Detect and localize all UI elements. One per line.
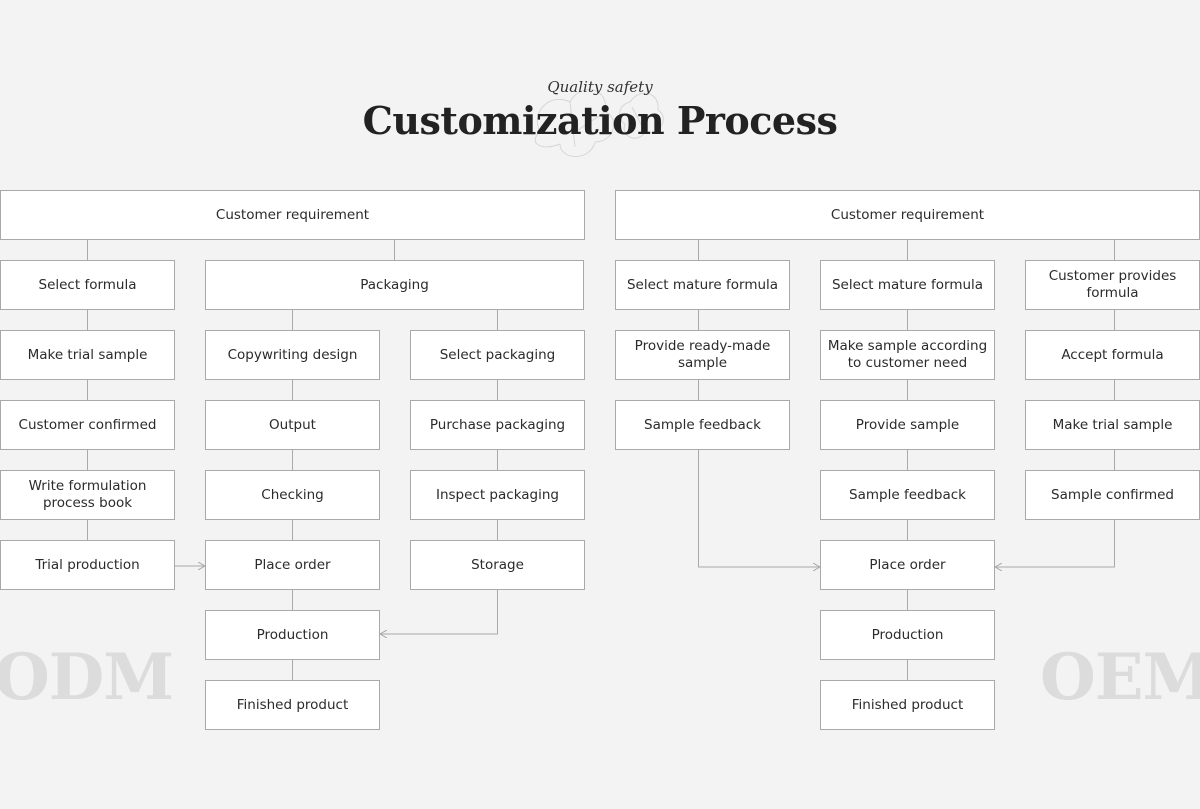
subtitle: Quality safety — [547, 78, 653, 96]
leaf-decoration — [534, 89, 664, 157]
oem-finished-product-box: Finished product — [820, 680, 995, 730]
odm-select-packaging-box: Select packaging — [410, 330, 585, 380]
oem-provide-sample-box: Provide sample — [820, 400, 995, 450]
odm-copywriting-design-box: Copywriting design — [205, 330, 380, 380]
oem-place-order-box: Place order — [820, 540, 995, 590]
odm-storage-box: Storage — [410, 540, 585, 590]
odm-write-formulation-box: Write formulation process book — [0, 470, 175, 520]
oem-sample-feedback-2-box: Sample feedback — [820, 470, 995, 520]
odm-checking-box: Checking — [205, 470, 380, 520]
odm-packaging-box: Packaging — [205, 260, 584, 310]
oem-sample-confirmed-box: Sample confirmed — [1025, 470, 1200, 520]
oem-customer-requirement-box: Customer requirement — [615, 190, 1200, 240]
arrow-connector — [698, 450, 821, 567]
odm-make-trial-sample-box: Make trial sample — [0, 330, 175, 380]
odm-select-formula-box: Select formula — [0, 260, 175, 310]
oem-select-mature-formula-1-box: Select mature formula — [615, 260, 790, 310]
arrow-connector — [995, 520, 1115, 567]
odm-customer-confirmed-box: Customer confirmed — [0, 400, 175, 450]
odm-trial-production-box: Trial production — [0, 540, 175, 590]
oem-sample-feedback-1-box: Sample feedback — [615, 400, 790, 450]
oem-provide-ready-made-sample-box: Provide ready-made sample — [615, 330, 790, 380]
page-title: Customization Process — [362, 98, 838, 143]
odm-customer-requirement-box: Customer requirement — [0, 190, 585, 240]
arrow-connector — [380, 590, 498, 634]
oem-accept-formula-box: Accept formula — [1025, 330, 1200, 380]
oem-make-trial-sample-box: Make trial sample — [1025, 400, 1200, 450]
odm-purchase-packaging-box: Purchase packaging — [410, 400, 585, 450]
oem-production-box: Production — [820, 610, 995, 660]
odm-watermark: ODM — [0, 640, 174, 715]
odm-inspect-packaging-box: Inspect packaging — [410, 470, 585, 520]
odm-finished-product-box: Finished product — [205, 680, 380, 730]
odm-output-box: Output — [205, 400, 380, 450]
odm-place-order-box: Place order — [205, 540, 380, 590]
odm-production-box: Production — [205, 610, 380, 660]
oem-customer-provides-formula-box: Customer provides formula — [1025, 260, 1200, 310]
oem-make-sample-according-box: Make sample according to customer need — [820, 330, 995, 380]
oem-select-mature-formula-2-box: Select mature formula — [820, 260, 995, 310]
oem-watermark: OEM — [1040, 640, 1200, 715]
